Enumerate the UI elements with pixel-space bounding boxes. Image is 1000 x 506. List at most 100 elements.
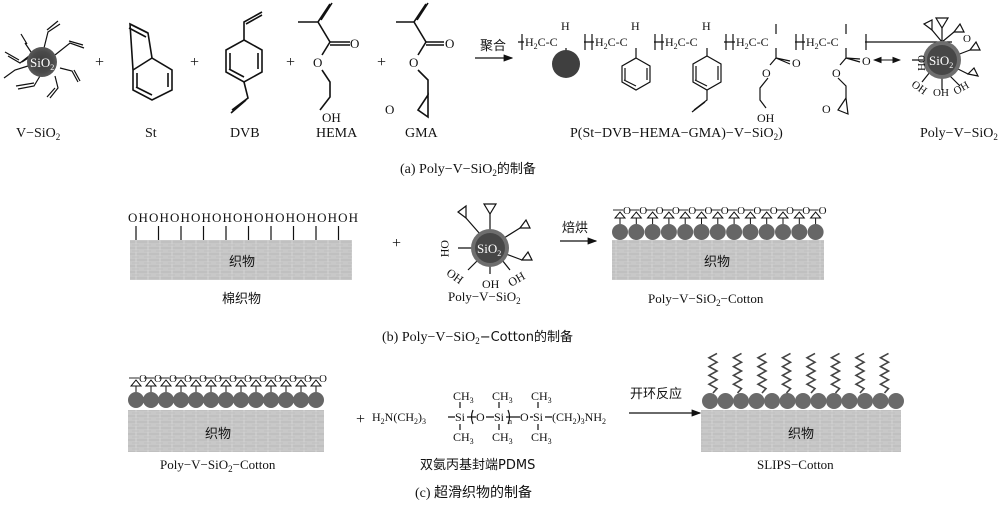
epoxide-group <box>695 211 708 224</box>
ester-oxygen: O <box>409 55 418 70</box>
epoxide-group <box>776 211 790 224</box>
epoxide-oxygen: O <box>184 373 192 385</box>
carbonyl-oxygen: O <box>445 36 454 51</box>
panel-a: SiO2 V−SiO2 + St + DVB + <box>3 2 998 178</box>
o-atom: O <box>520 410 529 424</box>
polymerization-label: 聚合 <box>480 39 506 54</box>
sio2-core-label: SiO2 <box>477 241 501 258</box>
epoxide-group <box>728 211 741 224</box>
dvb-molecule <box>225 11 263 114</box>
cotton-fabric <box>612 240 824 280</box>
pdms-chain <box>805 352 817 394</box>
sio2-bead <box>612 224 628 240</box>
slips-cotton-label: SLIPS−Cotton <box>757 457 834 472</box>
h-atom-label: H <box>702 19 711 33</box>
pdms-chain <box>731 352 744 394</box>
sio2-bead <box>717 393 734 409</box>
epoxide-group <box>129 379 143 392</box>
epoxide-oxygen: O <box>688 205 696 217</box>
epoxide-group <box>613 211 627 224</box>
poly-v-sio2-label: Poly−V−SiO2 <box>448 289 521 306</box>
polymer-label: P(St−DVB−HEMA−GMA)−V−SiO2) <box>570 126 783 142</box>
caption-c: (c) 超滑织物的制备 <box>415 484 532 501</box>
plus-sign: + <box>286 54 295 71</box>
gma-label: GMA <box>405 126 439 141</box>
hydroxyl-label: OH <box>438 240 452 258</box>
epoxide-group <box>630 211 643 224</box>
epoxide-group <box>793 211 806 224</box>
epoxide-oxygen: O <box>770 205 778 217</box>
epoxide-group <box>144 379 158 392</box>
epoxide-group <box>174 379 188 392</box>
cotton-fabric <box>128 410 324 452</box>
o-atom: O <box>476 410 485 424</box>
polymer-unit-text: H2C-C <box>525 35 558 51</box>
epoxide-group <box>809 211 822 224</box>
hydroxyl-label: OH <box>505 269 527 290</box>
si-atom: Si <box>494 410 505 424</box>
cotton-label: 棉织物 <box>222 292 261 307</box>
product-label: Poly−V−SiO2−Cotton <box>648 291 764 308</box>
st-label: St <box>145 126 157 141</box>
poly-v-sio2-particle: SiO2 <box>912 17 981 90</box>
pdms-chain <box>878 352 891 394</box>
styrene-molecule <box>128 22 173 101</box>
gma-molecule <box>396 2 444 119</box>
epoxide-group <box>679 211 692 224</box>
polymer-unit-text: H2C-C <box>665 35 698 51</box>
sio2-particle-pendant <box>552 50 580 78</box>
epoxide-group <box>204 379 218 392</box>
sio2-bead <box>795 393 811 409</box>
epoxide-group <box>219 379 233 392</box>
sio2-core <box>27 47 57 77</box>
fabric-label: 织物 <box>788 427 814 442</box>
sio2-bead <box>693 224 710 240</box>
epoxide-group <box>249 379 263 392</box>
polymer-chain: H2C-C H2C-C H2C-C H2C-C H2C-C H H H <box>518 19 952 125</box>
epoxide-oxygen: O <box>169 373 177 385</box>
sio2-bead <box>758 224 775 240</box>
epoxide-oxygen: O <box>385 102 394 117</box>
pdms-chain <box>829 352 842 394</box>
methyl: CH3 <box>453 430 474 446</box>
phenyl-pendant <box>621 48 651 91</box>
epoxide-oxygen: O <box>802 205 810 217</box>
epoxide-oxygen: O <box>656 205 664 217</box>
methyl: CH3 <box>492 389 513 405</box>
sio2-bead <box>742 224 759 240</box>
sio2-bead <box>764 393 780 409</box>
v-sio2-molecule: SiO2 <box>3 20 85 99</box>
sio2-bead <box>775 224 791 240</box>
sio2-bead <box>709 224 726 240</box>
epoxide-oxygen: O <box>819 205 827 217</box>
sio2-bead <box>677 224 694 240</box>
epoxide-group <box>662 211 675 224</box>
hydroxyl-label: OH <box>322 110 341 125</box>
hydroxyl-row: OHOHOHOHOHOHOHOHOHOHOH <box>128 210 358 225</box>
plus-sign: + <box>392 235 401 252</box>
poly-v-sio2-particle: SiO2 <box>457 203 533 274</box>
sio2-bead <box>826 393 842 409</box>
sio2-bead <box>263 392 279 408</box>
carbonyl-oxygen: O <box>792 56 801 70</box>
caption-a: (a) Poly−V−SiO2的制备 <box>400 161 536 178</box>
cotton-fabric <box>130 240 352 280</box>
epoxide-group <box>234 379 248 392</box>
vinyl-groups <box>3 20 85 99</box>
cotton-fabric <box>701 410 901 452</box>
si-atom: Si <box>533 410 544 424</box>
plus-sign: + <box>190 54 199 71</box>
hydroxyl-label: OH <box>951 79 971 97</box>
sio2-bead <box>872 393 889 409</box>
sio2-bead <box>128 392 144 408</box>
hydroxyl-label: OH <box>909 78 929 97</box>
hema-pendant <box>759 48 791 109</box>
hema-label: HEMA <box>316 126 358 141</box>
sio2-bead <box>203 392 219 408</box>
baking-label: 焙烘 <box>562 221 588 236</box>
carbonyl-oxygen: O <box>862 54 871 68</box>
polymer-unit-text: H2C-C <box>806 35 839 51</box>
epoxide-oxygen: O <box>639 205 647 217</box>
h-atom-label: H <box>631 19 640 33</box>
